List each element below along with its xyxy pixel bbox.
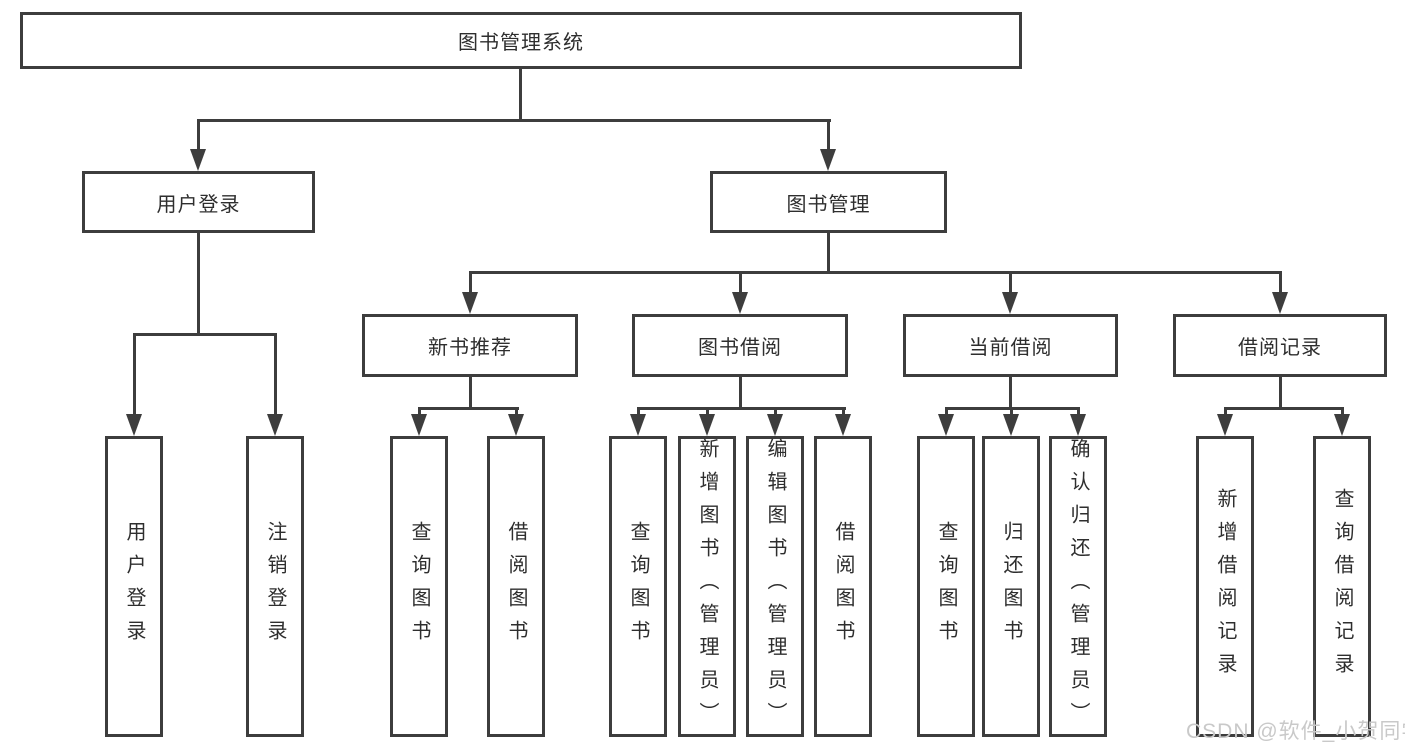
node-label: 确认归还（管理员）	[1067, 438, 1089, 735]
leaf-borrow-books-borrowing: 借阅图书	[814, 436, 872, 737]
connector-line	[739, 376, 742, 410]
connector-line	[133, 333, 136, 418]
node-current-borrowing: 当前借阅	[903, 314, 1118, 377]
leaf-query-borrow-record: 查询借阅记录	[1313, 436, 1371, 737]
node-label: 用户登录	[123, 520, 145, 653]
leaf-query-books-current: 查询图书	[917, 436, 975, 737]
connector-line	[774, 407, 777, 417]
connector-line	[515, 407, 518, 417]
arrowhead-icon	[820, 149, 836, 171]
connector-line	[827, 119, 830, 153]
connector-line	[637, 407, 640, 417]
connector-line	[1341, 407, 1344, 417]
connector-line	[1224, 407, 1343, 410]
connector-line	[1279, 271, 1282, 297]
connector-line	[418, 407, 519, 410]
arrowhead-icon	[126, 414, 142, 436]
leaf-query-books-recommend: 查询图书	[390, 436, 448, 737]
connector-line	[842, 407, 845, 417]
leaf-borrow-books-recommend: 借阅图书	[487, 436, 545, 737]
connector-line	[706, 407, 709, 417]
connector-line	[469, 271, 472, 297]
node-label: 编辑图书（管理员）	[764, 438, 786, 735]
arrowhead-icon	[1334, 414, 1350, 436]
node-book-borrowing: 图书借阅	[632, 314, 848, 377]
connector-line	[827, 232, 830, 274]
node-label: 当前借阅	[968, 337, 1053, 359]
leaf-add-borrow-record: 新增借阅记录	[1196, 436, 1254, 737]
node-root-library-system: 图书管理系统	[20, 12, 1022, 69]
node-label: 图书管理	[786, 193, 871, 216]
arrowhead-icon	[732, 292, 748, 314]
leaf-confirm-return-admin: 确认归还（管理员）	[1049, 436, 1107, 737]
connector-line	[469, 271, 1282, 274]
node-book-management: 图书管理	[710, 171, 947, 233]
node-label: 归还图书	[1000, 520, 1022, 653]
csdn-watermark: CSDN @软件_小贺同学	[1186, 720, 1405, 743]
arrowhead-icon	[1070, 414, 1086, 436]
connector-line	[274, 333, 277, 418]
node-label: 新书推荐	[428, 337, 512, 359]
node-label: 查询图书	[408, 520, 430, 653]
arrowhead-icon	[462, 292, 478, 314]
arrowhead-icon	[1217, 414, 1233, 436]
leaf-query-books-borrowing: 查询图书	[609, 436, 667, 737]
leaf-logout: 注销登录	[246, 436, 304, 737]
node-label: 借阅图书	[832, 520, 854, 653]
node-label: 新增图书（管理员）	[696, 438, 718, 735]
connector-line	[1009, 271, 1012, 297]
node-label: 借阅图书	[505, 520, 527, 653]
node-label: 新增借阅记录	[1214, 487, 1236, 686]
connector-line	[1009, 376, 1012, 410]
node-label: 查询图书	[935, 520, 957, 653]
connector-line	[945, 407, 948, 417]
node-new-book-recommend: 新书推荐	[362, 314, 578, 377]
arrowhead-icon	[1003, 414, 1019, 436]
arrowhead-icon	[1272, 292, 1288, 314]
connector-line	[1077, 407, 1080, 417]
connector-line	[1224, 407, 1227, 417]
arrowhead-icon	[1002, 292, 1018, 314]
arrowhead-icon	[767, 414, 783, 436]
arrowhead-icon	[630, 414, 646, 436]
arrowhead-icon	[699, 414, 715, 436]
node-user-login: 用户登录	[82, 171, 315, 233]
node-borrow-records: 借阅记录	[1173, 314, 1387, 377]
arrowhead-icon	[835, 414, 851, 436]
leaf-return-books: 归还图书	[982, 436, 1040, 737]
node-label: 查询借阅记录	[1331, 487, 1353, 686]
node-label: 图书管理系统	[458, 32, 584, 54]
connector-line	[519, 68, 522, 122]
connector-line	[197, 232, 200, 336]
connector-line	[418, 407, 421, 417]
node-label: 图书借阅	[698, 337, 782, 359]
arrowhead-icon	[267, 414, 283, 436]
arrowhead-icon	[190, 149, 206, 171]
connector-line	[197, 119, 200, 153]
node-label: 用户登录	[156, 193, 241, 216]
connector-line	[739, 271, 742, 297]
connector-line	[133, 333, 277, 336]
arrowhead-icon	[508, 414, 524, 436]
connector-line	[637, 407, 846, 410]
node-label: 注销登录	[264, 520, 286, 653]
connector-line	[1010, 407, 1013, 417]
leaf-edit-books-admin: 编辑图书（管理员）	[746, 436, 804, 737]
node-label: 借阅记录	[1238, 337, 1322, 359]
arrowhead-icon	[938, 414, 954, 436]
connector-line	[469, 376, 472, 410]
leaf-add-books-admin: 新增图书（管理员）	[678, 436, 736, 737]
leaf-user-login: 用户登录	[105, 436, 163, 737]
node-label: 查询图书	[627, 520, 649, 653]
connector-line	[1279, 376, 1282, 410]
arrowhead-icon	[411, 414, 427, 436]
connector-line	[197, 119, 831, 122]
